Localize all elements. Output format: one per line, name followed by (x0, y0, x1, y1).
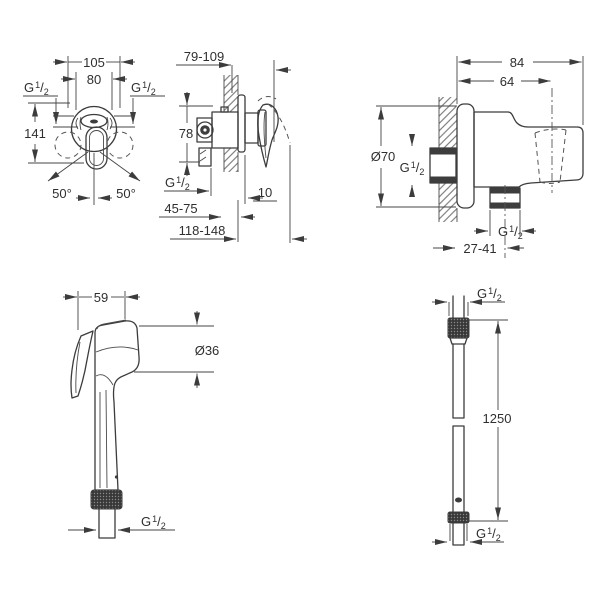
dim-side-install-depth: 79-109 (184, 49, 224, 64)
hand-shower-dimensions: 59 Ø36 G1/2 (63, 290, 220, 533)
hose-dimensions: G1/2 1250 G1/2 (432, 286, 512, 545)
hand-shower-geometry (70, 319, 140, 539)
lever-dashed-position (267, 103, 291, 144)
dim-front-height: 141 (24, 126, 46, 141)
flange-plate (456, 103, 475, 209)
dim-front-thread-left: G1/2 (24, 80, 49, 97)
lever-dashed-arc (257, 96, 277, 102)
wall-hatch-lower (439, 183, 457, 222)
escutcheon-plate-side (237, 94, 246, 153)
mixer-side-view: 79-109 78 G1/2 10 45-75 (159, 49, 307, 243)
head-seam-lower (95, 374, 114, 386)
wall-hatch-lower (224, 148, 238, 172)
hose-geometry (447, 295, 470, 546)
handle-cone-dashed-bottom (539, 181, 561, 184)
angle-line-right (99, 151, 141, 182)
lever-detail (90, 119, 98, 124)
escutcheon-circle (70, 105, 118, 153)
dim-front-width-ports: 80 (87, 72, 101, 87)
bottom-outlet-pipe (198, 147, 212, 167)
mixer-side-geometry (196, 75, 291, 172)
angle-line-left (47, 151, 89, 182)
lever-side (257, 103, 279, 168)
handle-cone-dashed-right (559, 129, 567, 183)
dim-union-flange-diameter: Ø70 (371, 149, 396, 164)
hose-segment-upper (452, 343, 465, 419)
wall-hatch-upper (439, 97, 457, 148)
inlet-thread-top (429, 147, 457, 155)
cartridge-housing (244, 112, 259, 144)
left-port-dashed-circle (54, 131, 82, 159)
hose-segment-lower (452, 425, 465, 513)
dim-shower-thread: G1/2 (141, 514, 166, 531)
head-seam-upper (95, 346, 139, 353)
hose-bottom-stub (452, 522, 465, 546)
dim-union-thread-inlet: G1/2 (400, 160, 425, 177)
handle-line-right (105, 389, 108, 489)
dim-side-plaster-depth: 45-75 (164, 201, 197, 216)
hand-shower-view: 59 Ø36 G1/2 (63, 290, 220, 539)
dim-union-outlet-offset: 27-41 (463, 241, 496, 256)
dim-hose-thread-bottom: G1/2 (476, 526, 501, 543)
hose-nut-top (447, 317, 470, 339)
right-tab-detail (106, 116, 113, 131)
dim-side-body-height: 78 (179, 126, 193, 141)
dim-front-angle-left: 50° (52, 186, 72, 201)
mixer-front-geometry (47, 105, 141, 205)
dim-side-total-depth: 118-148 (179, 223, 226, 238)
handle-cone-dashed-left (534, 132, 541, 183)
dim-front-width-overall: 105 (83, 55, 105, 70)
trigger-lever-inner (75, 341, 81, 394)
valve-body (211, 111, 239, 149)
dim-front-angle-right: 50° (116, 186, 136, 201)
lever-side-inner (263, 111, 267, 159)
lever-handle-inner (89, 130, 104, 166)
inlet-core-dot (203, 128, 207, 132)
left-tab-detail (75, 116, 82, 131)
dim-shower-head-diameter: Ø36 (195, 343, 220, 358)
dim-front-thread-right: G1/2 (131, 80, 156, 97)
hose-nut-bottom (447, 511, 470, 524)
hose-nut-top-taper (449, 337, 468, 345)
wall-union-view: 84 64 Ø70 G1/2 G1/2 27- (371, 55, 584, 258)
mixer-front-view: 105 80 G1/2 G1/2 (23, 55, 165, 205)
wall-union-geometry (429, 88, 584, 258)
inlet-thread-bottom (429, 176, 457, 184)
dim-hose-length: 1250 (483, 411, 512, 426)
head-rim-line (96, 319, 127, 330)
dim-side-wall-clearance: 10 (258, 185, 272, 200)
mixer-front-dimensions: 105 80 G1/2 G1/2 (23, 55, 165, 201)
valve-top-detail (220, 106, 229, 113)
trigger-lever (70, 330, 94, 399)
hand-shower-nut (90, 489, 123, 510)
inlet-ring (196, 121, 214, 139)
spray-head-and-handle (94, 320, 140, 491)
dim-side-thread: G1/2 (165, 175, 190, 192)
handle-cone-dashed-top (534, 128, 567, 134)
dim-union-depth-axis: 64 (500, 74, 514, 89)
connection-stub (98, 508, 116, 539)
wall-union-dimensions: 84 64 Ø70 G1/2 G1/2 27- (371, 55, 584, 256)
mixer-side-dimensions: 79-109 78 G1/2 10 45-75 (159, 49, 307, 243)
dim-union-depth-overall: 84 (510, 55, 524, 70)
wall-hatch-upper (224, 75, 238, 112)
dim-hose-thread-top: G1/2 (477, 286, 502, 303)
dim-union-thread-outlet: G1/2 (498, 224, 523, 241)
holder-body (473, 111, 584, 188)
dim-shower-head-width: 59 (94, 290, 108, 305)
hose-detail-mark (455, 497, 462, 503)
hose-view: G1/2 1250 G1/2 (432, 286, 512, 546)
right-port-dashed-circle (106, 131, 134, 159)
handle-clip-detail (114, 475, 119, 479)
